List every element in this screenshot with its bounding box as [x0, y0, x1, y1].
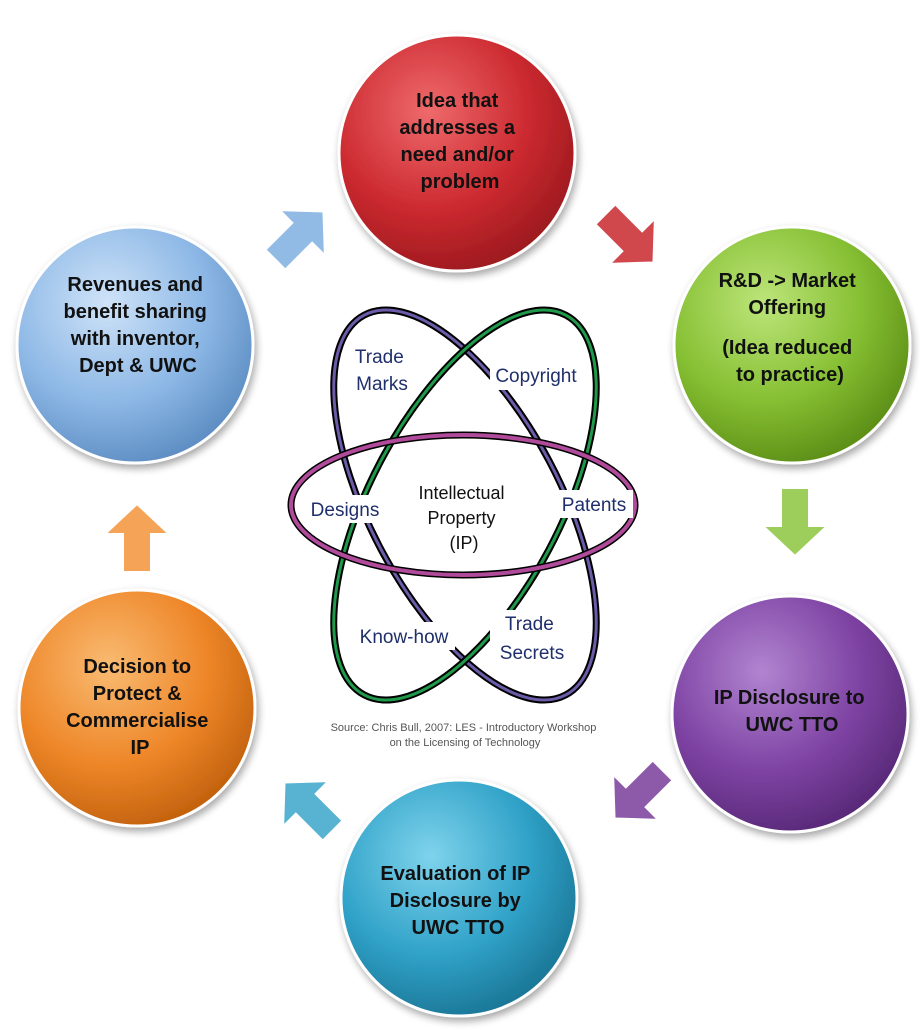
step-disclosure-text: IP Disclosure to UWC TTO [714, 687, 870, 736]
arrow-decision-to-revenues [102, 502, 172, 573]
step-idea: Idea that addresses a need and/or proble… [337, 33, 577, 273]
arrow-idea-to-rd [594, 203, 656, 265]
step-decision-text: Decision to Protect & Commercialise IP [66, 656, 214, 759]
step-rd-text: R&D -> Market Offering (Idea reduced to … [719, 270, 862, 386]
label-know-how: Know-how [360, 627, 449, 648]
step-revenues-text: Revenues and benefit sharing with invent… [64, 274, 213, 377]
orbit-green [332, 308, 598, 702]
arrow-revenues-to-idea [264, 209, 326, 271]
source-caption: Source: Chris Bull, 2007: LES - Introduc… [331, 722, 600, 749]
label-designs: Designs [311, 500, 380, 521]
step-revenues: Revenues and benefit sharing with invent… [15, 225, 255, 465]
label-copyright: Copyright [495, 366, 577, 387]
step-idea-text: Idea that addresses a need and/or proble… [399, 90, 520, 193]
label-trade-marks: Trade Marks [355, 347, 409, 395]
label-trade-secrets: Trade Secrets [500, 614, 564, 664]
step-evaluation: Evaluation of IP Disclosure by UWC TTO [339, 778, 579, 1018]
arrow-disclosure-to-evaluation [612, 759, 674, 821]
label-patents: Patents [562, 495, 626, 516]
step-decision: Decision to Protect & Commercialise IP [17, 588, 257, 828]
orbit-purple [332, 308, 598, 702]
orbit-horizontal [289, 433, 637, 577]
step-rd: R&D -> Market Offering (Idea reduced to … [672, 225, 912, 465]
step-evaluation-text: Evaluation of IP Disclosure by UWC TTO [380, 863, 535, 939]
ip-atom-diagram: Trade Marks Copyright Designs Patents Kn… [287, 306, 639, 749]
step-disclosure: IP Disclosure to UWC TTO [670, 594, 910, 834]
ip-center-title: Intellectual Property (IP) [418, 483, 509, 553]
arrow-rd-to-disclosure [760, 487, 830, 558]
arrow-evaluation-to-decision [282, 780, 344, 842]
